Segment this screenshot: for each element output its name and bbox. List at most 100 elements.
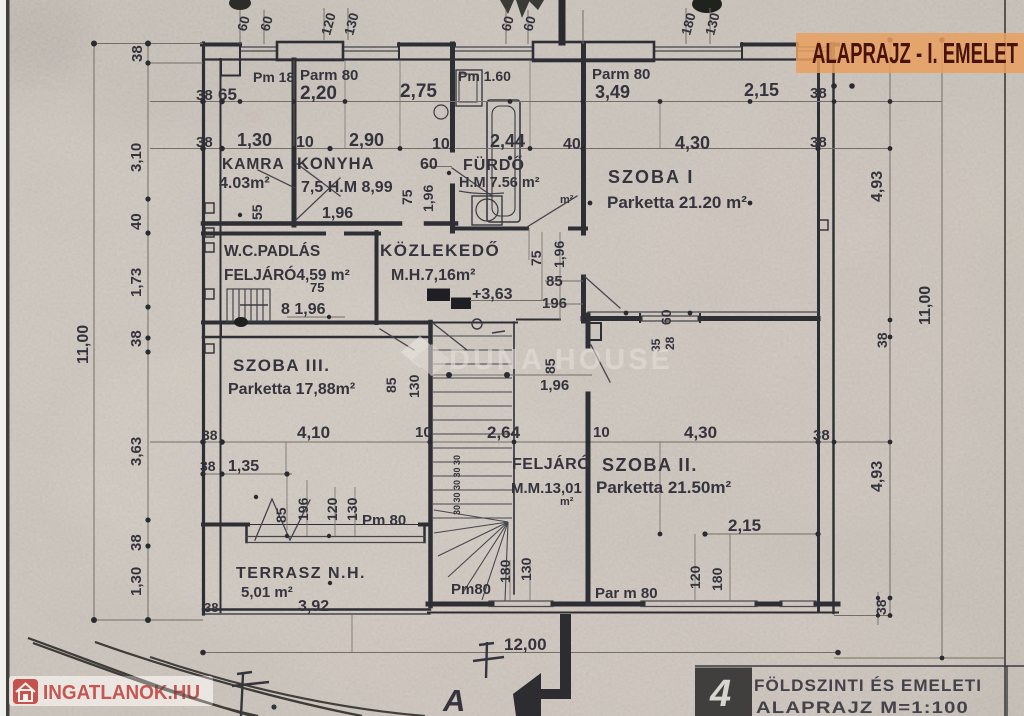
svg-text:Parketta 21.50m²: Parketta 21.50m² [596, 478, 731, 497]
svg-text:38: 38 [874, 332, 890, 348]
svg-text:38: 38 [810, 85, 827, 102]
svg-text:180: 180 [709, 567, 725, 591]
svg-text:Parm 80: Parm 80 [300, 67, 358, 84]
svg-text:65: 65 [218, 85, 237, 104]
svg-text:2,15: 2,15 [744, 80, 779, 100]
svg-text:1,35: 1,35 [228, 458, 259, 475]
svg-text:2,20: 2,20 [300, 83, 337, 104]
svg-text:130: 130 [406, 374, 422, 398]
svg-text:130: 130 [702, 11, 722, 37]
svg-text:60: 60 [498, 14, 516, 32]
svg-text:1,73: 1,73 [128, 268, 145, 297]
svg-text:4: 4 [709, 673, 731, 715]
svg-text:4,30: 4,30 [684, 423, 717, 442]
svg-text:11,00: 11,00 [75, 325, 92, 364]
svg-text:FELJÁRÓ: FELJÁRÓ [512, 454, 590, 473]
svg-text:Par m 80: Par m 80 [595, 585, 658, 602]
svg-text:3,63: 3,63 [128, 437, 145, 466]
svg-text:196: 196 [542, 295, 567, 312]
svg-text:5,01 m²: 5,01 m² [241, 584, 293, 601]
svg-text:38: 38 [128, 534, 145, 551]
svg-text:55: 55 [249, 204, 265, 220]
svg-text:1,30: 1,30 [128, 567, 145, 596]
svg-text:38: 38 [202, 427, 218, 443]
svg-text:Pm80: Pm80 [451, 581, 491, 598]
svg-text:3,92: 3,92 [298, 598, 329, 615]
svg-text:TERRASZ N.H.: TERRASZ N.H. [236, 565, 366, 582]
svg-text:35: 35 [649, 338, 663, 352]
svg-text:M.M.13,01: M.M.13,01 [511, 480, 582, 497]
svg-text:2,15: 2,15 [728, 516, 761, 535]
svg-text:SZOBA I: SZOBA I [608, 167, 694, 187]
svg-text:1,30: 1,30 [237, 130, 272, 150]
svg-text:4,93: 4,93 [869, 461, 886, 492]
svg-text:38: 38 [200, 458, 216, 474]
svg-text:38: 38 [204, 600, 218, 615]
svg-text:4.03m²: 4.03m² [219, 175, 270, 192]
svg-text:28: 28 [663, 336, 677, 350]
svg-text:38: 38 [813, 427, 830, 444]
svg-text:38: 38 [810, 134, 827, 151]
svg-text:40: 40 [128, 213, 145, 230]
svg-text:m²: m² [560, 496, 574, 508]
svg-text:ALAPRAJZ M=1:100: ALAPRAJZ M=1:100 [756, 698, 969, 716]
svg-text:180: 180 [678, 11, 698, 37]
svg-text:12,00: 12,00 [504, 635, 547, 654]
svg-text:2,75: 2,75 [400, 81, 437, 102]
svg-text:1,96: 1,96 [420, 185, 436, 212]
svg-text:130: 130 [341, 11, 361, 37]
svg-text:60: 60 [520, 14, 538, 32]
svg-text:SZOBA II.: SZOBA II. [602, 455, 698, 475]
svg-text:130: 130 [344, 497, 360, 521]
svg-text:196: 196 [295, 497, 311, 521]
svg-text:10: 10 [415, 424, 432, 441]
svg-text:30 30 30 30 30: 30 30 30 30 30 [452, 455, 462, 515]
svg-text:Parm 80: Parm 80 [592, 66, 650, 83]
svg-text:11,00: 11,00 [917, 286, 934, 325]
svg-text:DUNA HOUSE: DUNA HOUSE [449, 344, 673, 376]
svg-text:60: 60 [658, 309, 674, 325]
svg-text:120: 120 [324, 497, 340, 521]
svg-text:+3,63: +3,63 [472, 286, 513, 303]
svg-text:38: 38 [129, 45, 146, 62]
svg-text:ALAPRAJZ - I. EMELET: ALAPRAJZ - I. EMELET [812, 38, 1018, 70]
svg-text:8 1,96: 8 1,96 [281, 301, 326, 318]
svg-text:A: A [442, 683, 465, 716]
svg-text:85: 85 [273, 507, 289, 523]
svg-text:10: 10 [432, 136, 450, 153]
svg-text:38: 38 [128, 330, 145, 347]
svg-text:40: 40 [563, 136, 581, 153]
svg-text:2,90: 2,90 [349, 130, 384, 150]
svg-text:Pm 18: Pm 18 [253, 69, 294, 85]
svg-text:FÜRDŐ: FÜRDŐ [463, 155, 525, 174]
svg-text:10: 10 [593, 424, 610, 441]
svg-text:1,96: 1,96 [540, 377, 569, 394]
svg-text:85: 85 [542, 358, 558, 374]
svg-text:60: 60 [420, 156, 438, 173]
svg-text:4,10: 4,10 [297, 423, 330, 442]
svg-text:60: 60 [234, 14, 252, 32]
svg-text:H.M 7.56 m²: H.M 7.56 m² [459, 175, 540, 191]
svg-text:75: 75 [528, 250, 544, 266]
svg-text:1,96: 1,96 [322, 205, 353, 222]
svg-text:38: 38 [873, 599, 889, 615]
svg-text:2,44: 2,44 [490, 131, 525, 151]
svg-text:KONYHA: KONYHA [297, 155, 375, 173]
svg-text:38: 38 [196, 134, 213, 151]
svg-text:75: 75 [310, 280, 324, 295]
svg-text:FELJÁRÓ4,59 m²: FELJÁRÓ4,59 m² [224, 266, 350, 284]
svg-text:38: 38 [196, 87, 213, 104]
svg-text:85: 85 [383, 377, 399, 393]
svg-text:120: 120 [687, 565, 703, 589]
svg-text:Parketta 17,88m²: Parketta 17,88m² [228, 381, 355, 398]
svg-text:M.H.7,16m²: M.H.7,16m² [391, 267, 475, 284]
svg-text:m²: m² [560, 194, 574, 206]
svg-text:KÖZLEKEDŐ: KÖZLEKEDŐ [380, 241, 500, 260]
svg-text:1,96: 1,96 [551, 241, 567, 268]
svg-text:2,64: 2,64 [487, 423, 521, 442]
svg-text:60: 60 [257, 14, 275, 32]
svg-text:3,49: 3,49 [595, 82, 630, 102]
svg-text:4,30: 4,30 [675, 133, 710, 153]
svg-text:180: 180 [497, 559, 513, 583]
svg-text:85: 85 [546, 273, 563, 290]
